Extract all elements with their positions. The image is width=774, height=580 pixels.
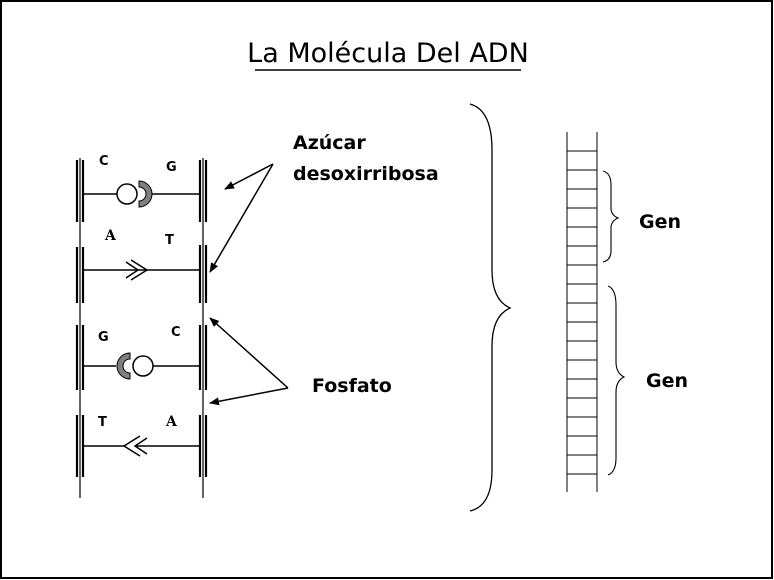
- base-pair-1: [83, 180, 200, 208]
- sugar-label-line1: Azúcar: [293, 132, 366, 154]
- circle-nucleotide-icon: [116, 183, 138, 205]
- gene-bottom-brace-icon: [607, 285, 626, 476]
- base-label: A: [104, 228, 117, 244]
- base-label: A: [165, 414, 178, 430]
- gene-bottom-label: Gen: [646, 370, 688, 392]
- chevron-nucleotide-icon: [122, 435, 141, 457]
- cup-nucleotide-icon: [138, 180, 153, 208]
- phosphate-label: Fosfato: [312, 375, 392, 397]
- dna-ladder: [566, 132, 598, 492]
- big-brace-icon: [469, 103, 512, 512]
- base-pair-2: [83, 259, 200, 281]
- base-pair-3: [83, 352, 200, 380]
- base-label: G: [98, 330, 109, 345]
- sugar-pointer-arrows: [209, 163, 274, 273]
- page-title: La Molécula Del ADN: [247, 38, 529, 69]
- cup-nucleotide-icon: [116, 352, 131, 380]
- phosphate-pointer-arrows: [209, 317, 289, 406]
- left-sugar-segments: [75, 160, 85, 477]
- sugar-label-line2: desoxirribosa: [293, 163, 439, 185]
- dna-ladder-rungs: [567, 150, 597, 475]
- base-pair-4: [83, 435, 200, 457]
- gene-top-brace-icon: [602, 170, 620, 263]
- base-label: T: [98, 415, 107, 430]
- circle-nucleotide-icon: [132, 355, 154, 377]
- gene-top-label: Gen: [639, 211, 681, 233]
- base-label: C: [99, 154, 109, 169]
- base-label: T: [165, 233, 174, 248]
- base-label: C: [171, 325, 181, 340]
- base-label: G: [166, 160, 177, 175]
- arrowhead-nucleotide-icon: [125, 261, 140, 279]
